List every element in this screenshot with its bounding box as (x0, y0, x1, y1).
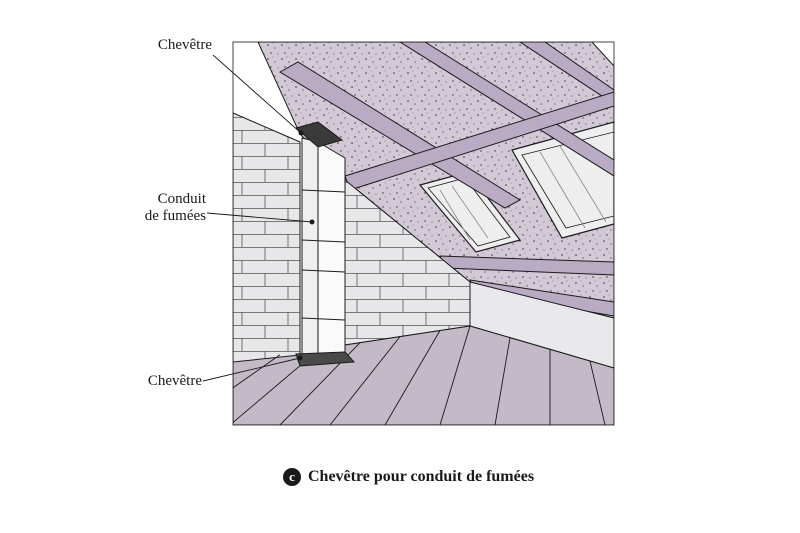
label-conduit-de-fumees: Conduit de fumées (100, 191, 206, 225)
caption-text: Chevêtre pour conduit de fumées (308, 468, 535, 485)
label-chevetre-top: Chevêtre (157, 37, 212, 53)
caption-badge: c (283, 468, 301, 486)
chevetre-bottom (295, 351, 356, 367)
label-conduit-line1: Conduit (157, 191, 206, 207)
attic-scene (233, 42, 614, 425)
rafter (519, 42, 614, 105)
leader-line-chevetre-bottom (202, 357, 301, 382)
chevetre-top (294, 121, 344, 148)
rafter (399, 42, 614, 177)
leader-dot (309, 219, 315, 225)
knee-wall (469, 281, 614, 369)
left-gable-wall (233, 112, 301, 363)
leader-line-conduit (206, 212, 313, 223)
figure-caption: c Chevêtre pour conduit de fumées (283, 466, 534, 488)
leader-line-chevetre-top (212, 54, 302, 134)
label-conduit-line2: de fumées (144, 208, 206, 224)
chimney-flue (301, 137, 346, 361)
leader-dot (298, 130, 304, 136)
leader-lines (202, 54, 315, 382)
leader-dot (297, 355, 303, 361)
rafters (279, 42, 614, 317)
label-chevetre-bottom: Chevêtre (147, 373, 202, 389)
illustration-frame (232, 41, 615, 426)
